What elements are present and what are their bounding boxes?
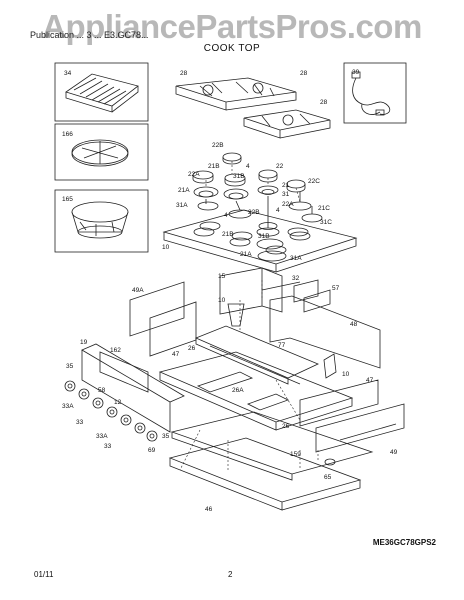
callout-12: 12 — [114, 399, 122, 406]
callout-15: 15 — [218, 273, 226, 280]
manifold-77[interactable] — [194, 325, 319, 385]
callout-22a: 22A — [188, 171, 200, 178]
burner-box-15[interactable] — [219, 267, 301, 315]
callout-21b: 21B — [222, 231, 234, 238]
cooktop-surface-10[interactable] — [162, 209, 358, 273]
callout-33: 33 — [76, 419, 84, 426]
callout-4: 4 — [224, 212, 228, 219]
callout-31: 31 — [282, 191, 290, 198]
callout-33: 33 — [104, 443, 112, 450]
callout-10: 10 — [342, 371, 350, 378]
valve-part-10[interactable] — [227, 303, 337, 379]
callout-4: 4 — [246, 163, 250, 170]
callout-21a: 21A — [178, 187, 190, 194]
callout-labels: 34 28 28 28 39 166 165 22B 21B 22A 4 22 … — [62, 69, 398, 513]
callout-10: 10 — [162, 244, 170, 251]
callout-26: 26 — [188, 345, 196, 352]
callout-47: 47 — [172, 351, 180, 358]
callout-31a: 31A — [290, 255, 302, 262]
rear-panel-49a[interactable] — [129, 281, 185, 337]
bracket-162[interactable] — [99, 351, 149, 393]
callout-28: 28 — [300, 70, 308, 77]
callout-48: 48 — [350, 321, 358, 328]
callout-21c: 21C — [318, 205, 330, 212]
callout-65: 65 — [324, 474, 332, 481]
callout-19: 19 — [80, 339, 88, 346]
callout-26a: 26A — [232, 387, 244, 394]
control-knobs-35[interactable] — [64, 380, 158, 442]
callout-77: 77 — [278, 342, 286, 349]
callout-162: 162 — [110, 347, 121, 354]
callout-46: 46 — [205, 506, 213, 513]
trim-panel-49[interactable] — [315, 403, 405, 453]
callout-69: 69 — [148, 447, 156, 454]
bracket-32-57[interactable] — [293, 279, 331, 313]
callout-49: 49 — [390, 449, 398, 456]
publication-header: Publication ... 3 ... E3.GC78... — [30, 30, 149, 40]
callout-34: 34 — [64, 70, 72, 77]
callout-10: 10 — [218, 297, 226, 304]
callout-4: 4 — [276, 207, 280, 214]
callout-22b: 22B — [212, 142, 224, 149]
callout-33a: 33A — [96, 433, 108, 440]
inset-power-cord-39[interactable] — [343, 62, 407, 124]
chassis-base-26[interactable] — [158, 351, 354, 431]
bottom-cover-159[interactable] — [170, 411, 374, 481]
callout-33a: 33A — [62, 403, 74, 410]
callout-165: 165 — [62, 196, 73, 203]
callout-22c: 22C — [308, 178, 320, 185]
callout-31c: 31C — [320, 219, 332, 226]
grate-assembly-28[interactable] — [175, 77, 331, 139]
footer-date: 01/11 — [34, 570, 54, 579]
foot-65[interactable] — [324, 458, 336, 466]
callout-21a: 21A — [240, 251, 252, 258]
callout-31a: 31A — [176, 202, 188, 209]
callout-159: 159 — [290, 451, 301, 458]
callout-166: 166 — [62, 131, 73, 138]
callout-21b: 21B — [208, 163, 220, 170]
control-panel-19[interactable] — [81, 343, 185, 433]
inset-simmer-plate-166[interactable] — [54, 123, 149, 181]
callout-26: 26 — [282, 423, 290, 430]
callout-22b: 22B — [248, 209, 260, 216]
front-panel-47-right[interactable] — [299, 379, 379, 427]
callout-22a: 22A — [282, 201, 294, 208]
callout-22: 22 — [276, 163, 284, 170]
callout-28: 28 — [320, 99, 328, 106]
callout-47: 47 — [366, 377, 374, 384]
callout-57: 57 — [332, 285, 340, 292]
callout-31b: 31B — [258, 233, 270, 240]
bottom-panel-46[interactable] — [168, 437, 362, 511]
callout-49a: 49A — [132, 287, 144, 294]
page-number: 2 — [228, 570, 233, 579]
callout-28: 28 — [180, 70, 188, 77]
callout-35: 35 — [66, 363, 74, 370]
watermark-logo: AppliancePartsPros.com — [42, 8, 422, 45]
inset-wok-ring-165[interactable] — [54, 189, 149, 253]
callout-32: 32 — [292, 275, 300, 282]
burner-components[interactable] — [192, 152, 323, 262]
inset-griddle-34[interactable] — [54, 62, 149, 122]
callout-21: 21 — [282, 182, 290, 189]
page-title: COOK TOP — [203, 43, 261, 54]
model-code: ME36GC78GPS2 — [372, 538, 436, 547]
callout-39: 39 — [352, 69, 360, 76]
callout-31b: 31B — [233, 173, 245, 180]
callout-35: 35 — [162, 433, 170, 440]
right-panel-48[interactable] — [269, 295, 381, 369]
callout-58: 58 — [98, 387, 106, 394]
